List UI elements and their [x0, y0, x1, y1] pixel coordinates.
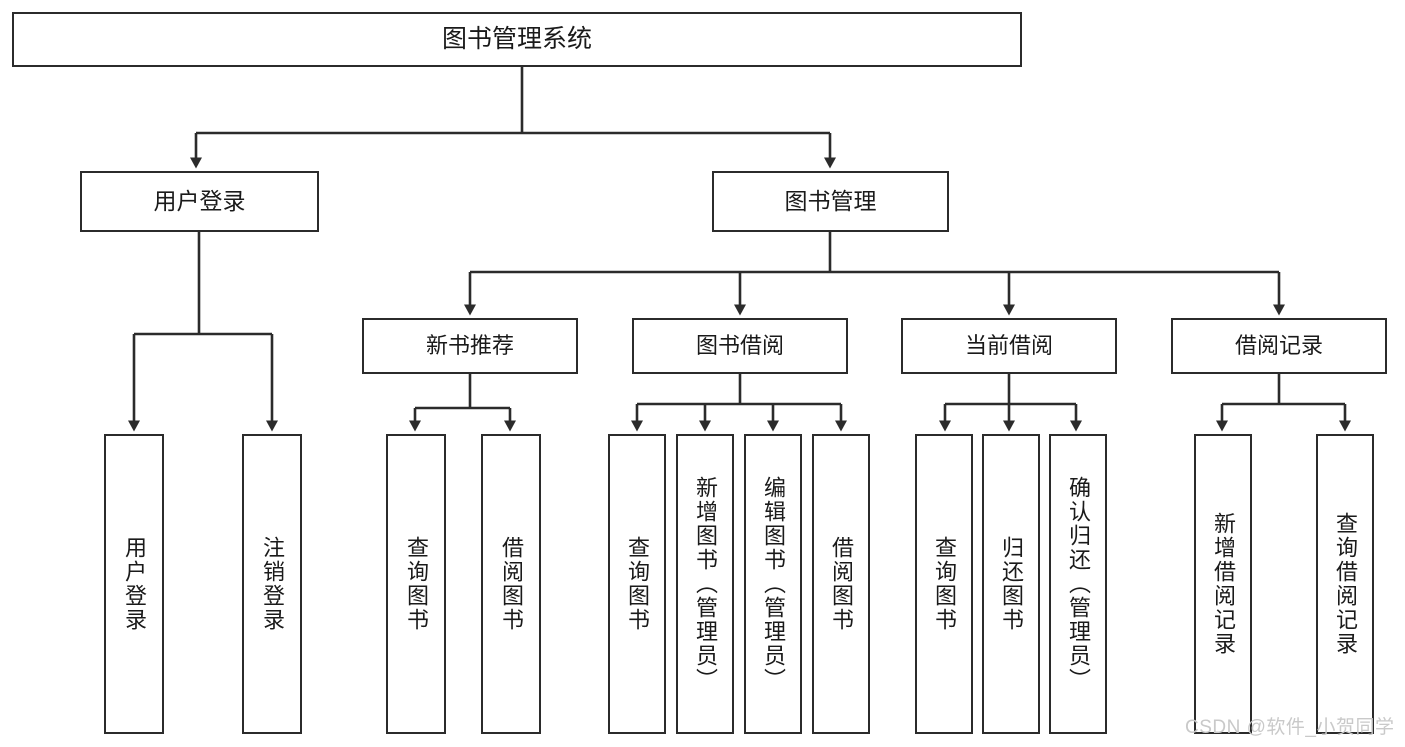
- node-leaf-add-record-label: 新增借阅记录: [1211, 512, 1236, 656]
- node-leaf-edit-book[interactable]: 编辑图书（管理员）: [744, 434, 802, 734]
- node-leaf-user-login[interactable]: 用户登录: [104, 434, 164, 734]
- node-user-login-label: 用户登录: [153, 187, 246, 214]
- node-leaf-logout-label: 注销登录: [260, 536, 285, 632]
- node-book-management-label: 图书管理: [784, 187, 877, 214]
- node-leaf-add-record[interactable]: 新增借阅记录: [1194, 434, 1252, 734]
- node-root-label: 图书管理系统: [441, 24, 592, 53]
- node-leaf-confirm-return[interactable]: 确认归还（管理员）: [1049, 434, 1107, 734]
- node-leaf-add-book-label: 新增图书（管理员）: [693, 476, 718, 692]
- node-leaf-query-book-2[interactable]: 查询图书: [608, 434, 666, 734]
- node-leaf-query-book-1-label: 查询图书: [404, 536, 429, 632]
- node-new-book-recommend-label: 新书推荐: [425, 333, 514, 359]
- node-leaf-add-book[interactable]: 新增图书（管理员）: [676, 434, 734, 734]
- node-leaf-user-login-label: 用户登录: [122, 536, 147, 632]
- node-leaf-query-book-1[interactable]: 查询图书: [386, 434, 446, 734]
- node-borrow-record-label: 借阅记录: [1234, 333, 1323, 359]
- node-user-login[interactable]: 用户登录: [80, 171, 319, 232]
- node-leaf-borrow-book-1[interactable]: 借阅图书: [481, 434, 541, 734]
- node-leaf-query-record[interactable]: 查询借阅记录: [1316, 434, 1374, 734]
- node-book-borrow[interactable]: 图书借阅: [632, 318, 848, 374]
- node-borrow-record[interactable]: 借阅记录: [1171, 318, 1387, 374]
- node-leaf-query-book-2-label: 查询图书: [625, 536, 650, 632]
- node-book-borrow-label: 图书借阅: [695, 333, 784, 359]
- node-leaf-query-record-label: 查询借阅记录: [1333, 512, 1358, 656]
- node-leaf-query-book-3[interactable]: 查询图书: [915, 434, 973, 734]
- node-leaf-edit-book-label: 编辑图书（管理员）: [761, 476, 786, 692]
- node-leaf-return-book-label: 归还图书: [999, 536, 1024, 632]
- node-leaf-borrow-book-2[interactable]: 借阅图书: [812, 434, 870, 734]
- node-leaf-return-book[interactable]: 归还图书: [982, 434, 1040, 734]
- node-book-management[interactable]: 图书管理: [712, 171, 949, 232]
- watermark-text: CSDN @软件_小贺同学: [1185, 717, 1395, 738]
- node-new-book-recommend[interactable]: 新书推荐: [362, 318, 578, 374]
- node-root[interactable]: 图书管理系统: [12, 12, 1022, 67]
- node-leaf-borrow-book-1-label: 借阅图书: [499, 536, 524, 632]
- node-leaf-logout[interactable]: 注销登录: [242, 434, 302, 734]
- node-current-borrow-label: 当前借阅: [964, 333, 1053, 359]
- node-leaf-query-book-3-label: 查询图书: [932, 536, 957, 632]
- node-current-borrow[interactable]: 当前借阅: [901, 318, 1117, 374]
- node-leaf-borrow-book-2-label: 借阅图书: [829, 536, 854, 632]
- node-leaf-confirm-return-label: 确认归还（管理员）: [1066, 476, 1091, 692]
